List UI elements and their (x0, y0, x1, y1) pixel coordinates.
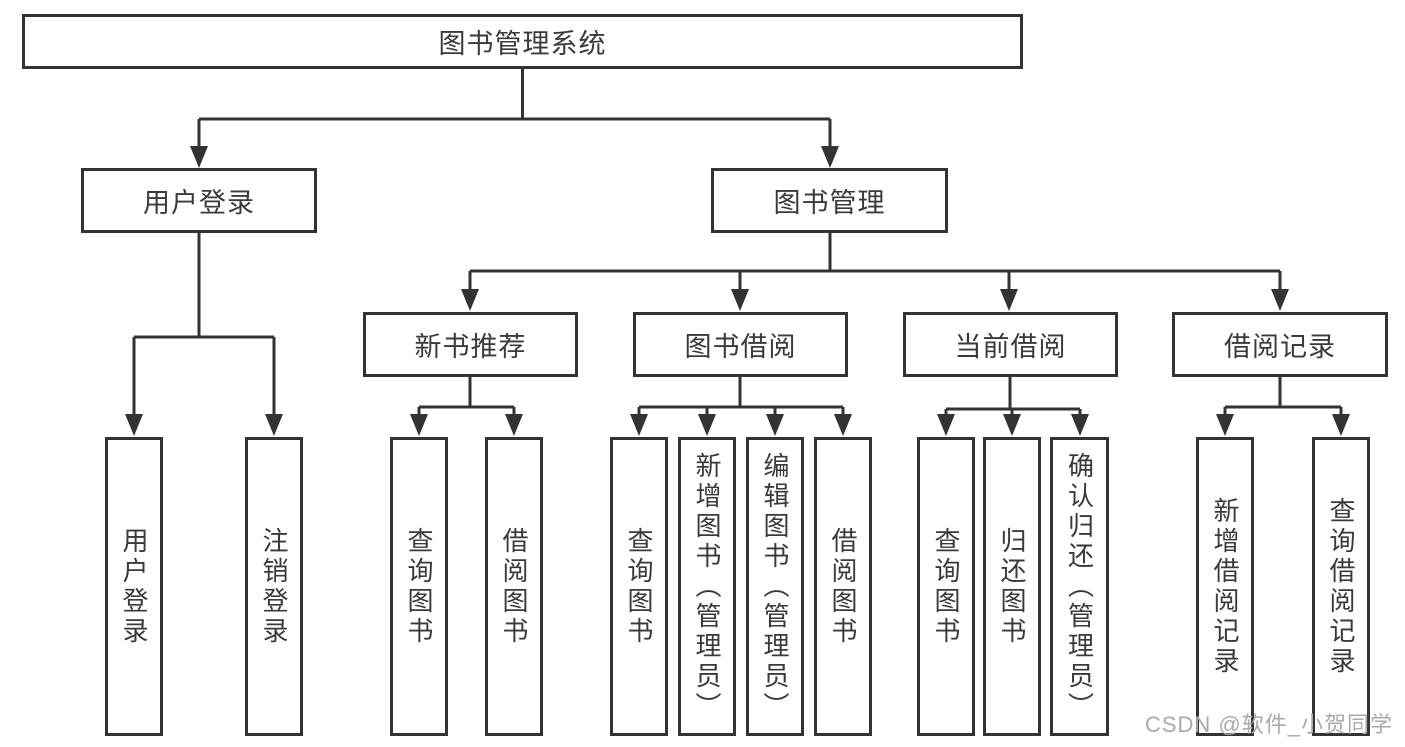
node-new-book-recommend: 新书推荐 (363, 312, 578, 377)
node-label: 用户登录 (143, 188, 255, 218)
node-label: 图书管理系统 (438, 29, 607, 59)
leaf-label: 用户登录 (119, 526, 149, 647)
leaf-label: 新增借阅记录 (1210, 496, 1240, 677)
leaf-user-login: 用户登录 (105, 437, 163, 736)
node-library-management-system: 图书管理系统 (22, 14, 1023, 69)
connector-root-to-level2 (190, 69, 839, 168)
leaf-add-borrow-record: 新增借阅记录 (1196, 437, 1254, 736)
node-book-management: 图书管理 (711, 168, 948, 233)
connector-user-login-to-leaves (125, 233, 283, 436)
connector-book-management-to-level3 (461, 233, 1289, 311)
leaf-label: 新增图书（管理员） (692, 451, 722, 722)
connector-book-borrowing-to-leaves (630, 377, 852, 436)
leaf-edit-books-admin: 编辑图书（管理员） (746, 437, 804, 736)
node-label: 当前借阅 (954, 332, 1067, 362)
leaf-label: 确认归还（管理员） (1064, 451, 1095, 722)
leaf-label: 查询图书 (404, 526, 434, 647)
leaf-confirm-return-admin: 确认归还（管理员） (1050, 437, 1109, 736)
leaf-return-books: 归还图书 (983, 437, 1041, 736)
leaf-label: 借阅图书 (499, 526, 529, 647)
leaf-query-books-recommend: 查询图书 (390, 437, 448, 736)
leaf-label: 查询借阅记录 (1326, 496, 1356, 677)
connector-borrow-records-to-leaves (1216, 377, 1350, 436)
node-user-login: 用户登录 (81, 168, 317, 233)
leaf-query-books-current: 查询图书 (917, 437, 975, 736)
connector-current-borrowing-to-leaves (937, 377, 1089, 436)
node-label: 图书管理 (773, 188, 886, 218)
leaf-label: 注销登录 (259, 526, 289, 647)
csdn-watermark: CSDN @软件_小贺同学 (1144, 712, 1393, 737)
leaf-logout: 注销登录 (245, 437, 303, 736)
leaf-query-borrow-record: 查询借阅记录 (1312, 437, 1370, 736)
leaf-label: 编辑图书（管理员） (760, 451, 790, 722)
node-current-borrowing: 当前借阅 (903, 312, 1118, 377)
leaf-add-books-admin: 新增图书（管理员） (678, 437, 736, 736)
leaf-label: 查询图书 (931, 526, 961, 647)
leaf-label: 查询图书 (624, 526, 654, 647)
leaf-query-books-borrowing: 查询图书 (610, 437, 668, 736)
node-borrow-records: 借阅记录 (1172, 312, 1388, 377)
leaf-label: 归还图书 (997, 526, 1027, 647)
connector-new-book-to-leaves (410, 377, 523, 436)
node-label: 新书推荐 (414, 332, 527, 362)
node-label: 图书借阅 (684, 332, 797, 362)
node-label: 借阅记录 (1224, 332, 1336, 362)
leaf-borrow-books: 借阅图书 (814, 437, 872, 736)
node-book-borrowing: 图书借阅 (633, 312, 848, 377)
leaf-borrow-books-recommend: 借阅图书 (485, 437, 543, 736)
leaf-label: 借阅图书 (828, 526, 858, 647)
